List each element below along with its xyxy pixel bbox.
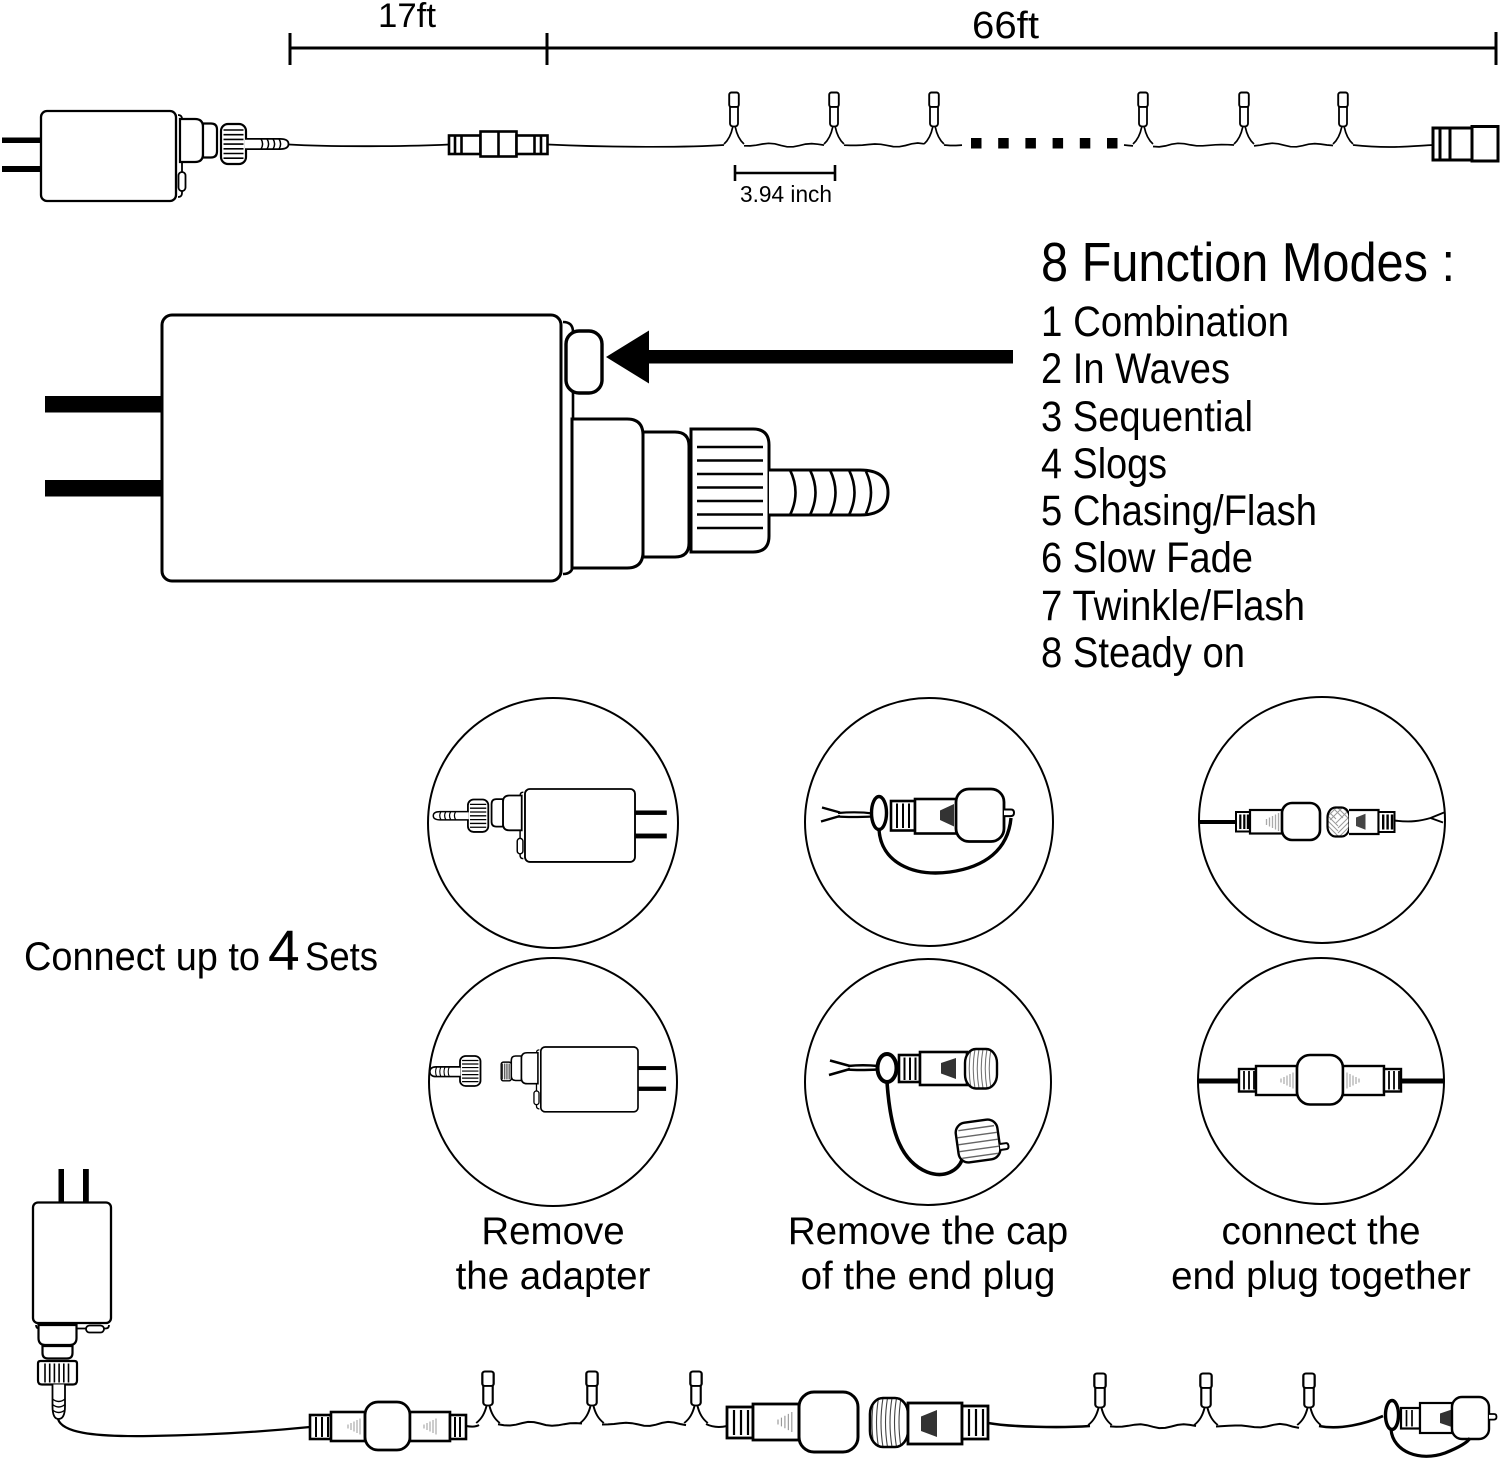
svg-text:the adapter: the adapter: [456, 1255, 651, 1298]
svg-text:Connect up to: Connect up to: [24, 935, 260, 979]
svg-text:7 Twinkle/Flash: 7 Twinkle/Flash: [1041, 582, 1305, 630]
svg-text:Remove: Remove: [481, 1210, 624, 1253]
svg-text:connect the: connect the: [1221, 1210, 1420, 1253]
svg-text:Remove the cap: Remove the cap: [788, 1210, 1068, 1253]
svg-text:of the end plug: of the end plug: [801, 1255, 1056, 1298]
svg-text:3.94 inch: 3.94 inch: [740, 181, 832, 207]
svg-text:8 Steady on: 8 Steady on: [1041, 629, 1245, 677]
svg-text:8 Function Modes :: 8 Function Modes :: [1041, 231, 1455, 293]
svg-text:1 Combination: 1 Combination: [1041, 298, 1289, 346]
svg-text:end plug together: end plug together: [1171, 1255, 1471, 1298]
svg-text:4 Slogs: 4 Slogs: [1041, 440, 1167, 488]
svg-text:17ft: 17ft: [378, 0, 437, 35]
svg-text:2 In Waves: 2 In Waves: [1041, 345, 1230, 393]
svg-text:Sets: Sets: [305, 935, 378, 979]
svg-text:66ft: 66ft: [972, 5, 1039, 47]
svg-text:3 Sequential: 3 Sequential: [1041, 393, 1253, 441]
svg-text:5 Chasing/Flash: 5 Chasing/Flash: [1041, 487, 1317, 535]
svg-text:4: 4: [268, 919, 300, 983]
svg-text:6 Slow Fade: 6 Slow Fade: [1041, 534, 1253, 582]
